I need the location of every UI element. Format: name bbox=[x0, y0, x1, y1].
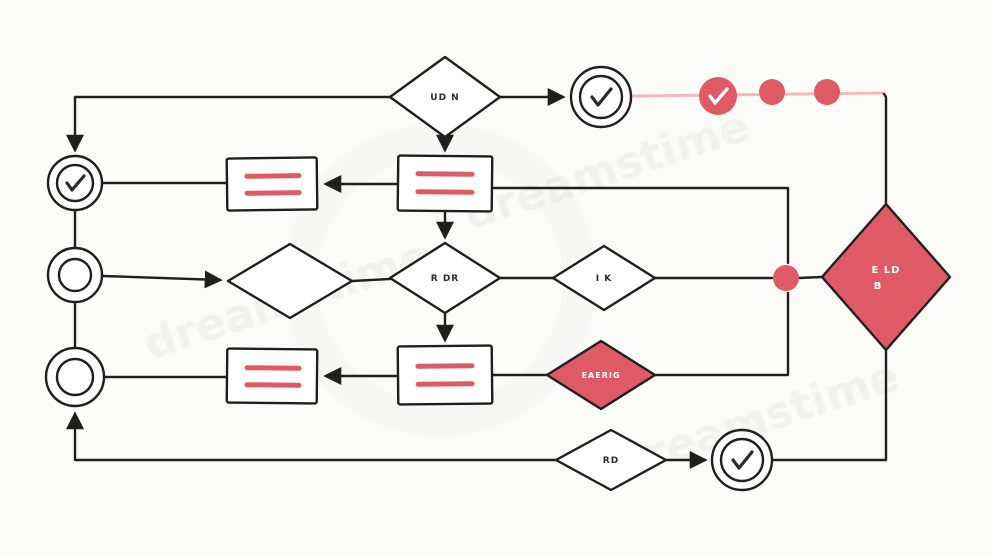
progress-dot bbox=[814, 79, 840, 105]
right-decision-node: I K bbox=[551, 244, 657, 312]
text-line bbox=[415, 381, 475, 387]
center-decision-label: R DR bbox=[431, 274, 459, 284]
alert-decision-label: EAERIG bbox=[582, 371, 621, 380]
alert-decision-node: EAERIG bbox=[545, 339, 657, 411]
ring-node-left-2 bbox=[46, 246, 104, 304]
text-line bbox=[415, 363, 475, 369]
text-line bbox=[244, 173, 302, 179]
checkmark-icon bbox=[590, 87, 613, 107]
progress-dot-check bbox=[699, 77, 737, 115]
process-node-4 bbox=[396, 344, 494, 406]
bottom-decision-node: RD bbox=[554, 428, 668, 492]
edge-right-rail-top bbox=[882, 92, 888, 205]
end-decision-label-line2: B bbox=[874, 281, 883, 292]
text-line bbox=[415, 189, 475, 195]
text-line bbox=[244, 190, 302, 196]
process-node-3 bbox=[225, 347, 319, 405]
nodes-layer: UD N bbox=[44, 55, 952, 492]
bottom-decision-label: RD bbox=[603, 456, 619, 466]
edge-progress-dots bbox=[631, 91, 886, 98]
ring-node-left-3 bbox=[44, 346, 106, 408]
start-decision-label: UD N bbox=[430, 93, 459, 103]
process-node-1 bbox=[225, 156, 319, 212]
junction-dot bbox=[773, 265, 799, 291]
edge-process2-to-junction bbox=[490, 186, 790, 265]
empty-decision-node bbox=[226, 242, 354, 320]
process-node-2 bbox=[396, 154, 494, 213]
edge-start-to-left-rail bbox=[66, 95, 392, 153]
checkmark-icon bbox=[708, 87, 729, 105]
text-line bbox=[244, 365, 302, 371]
end-decision-label-line1: E LD bbox=[872, 265, 901, 276]
progress-dots bbox=[699, 77, 840, 115]
edge-bottom-check-to-end bbox=[770, 349, 888, 462]
text-line bbox=[244, 382, 302, 388]
check-node-left bbox=[46, 154, 104, 212]
progress-dot bbox=[759, 79, 785, 105]
edge-empty-to-center-decision bbox=[350, 277, 392, 283]
text-line bbox=[415, 171, 475, 177]
right-decision-label: I K bbox=[596, 274, 612, 284]
edge-circle2-to-empty-decision bbox=[101, 270, 223, 289]
end-decision-node: E LD B bbox=[820, 202, 952, 352]
check-node-top bbox=[569, 65, 633, 129]
check-node-bottom bbox=[710, 428, 774, 492]
edges-layer bbox=[66, 88, 888, 469]
edge-alert-to-junction bbox=[653, 291, 790, 377]
checkmark-icon bbox=[65, 174, 86, 192]
checkmark-icon bbox=[731, 450, 754, 470]
center-decision-node: R DR bbox=[388, 241, 502, 315]
start-decision-node: UD N bbox=[388, 55, 502, 139]
edge-junction-to-end-decision bbox=[797, 275, 823, 280]
edge-bottom-rail-left bbox=[66, 411, 558, 462]
